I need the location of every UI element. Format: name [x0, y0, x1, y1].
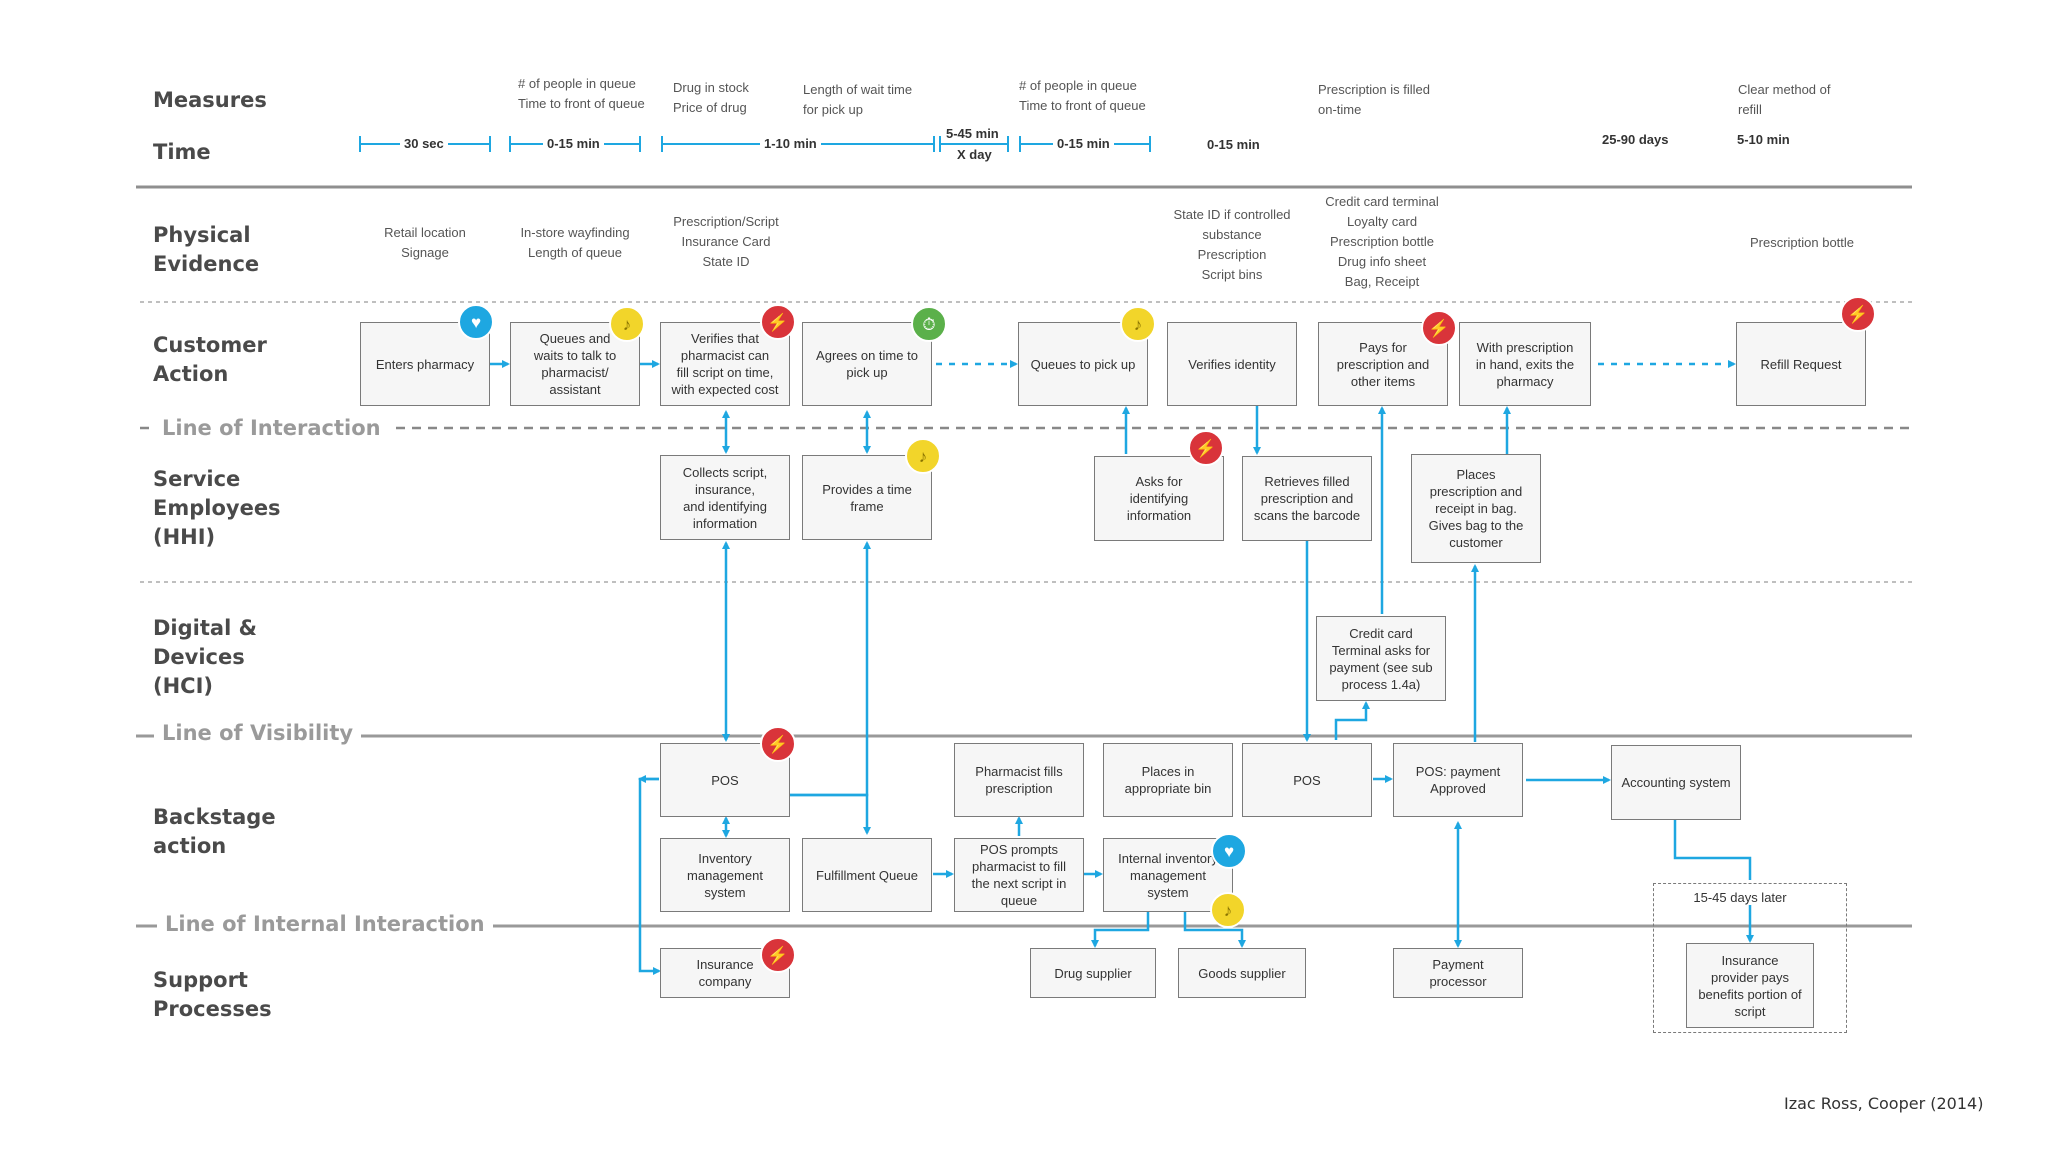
support-drug-supplier: Drug supplier [1030, 948, 1156, 998]
backstage-payment-approved: POS: payment Approved [1393, 743, 1523, 817]
service-asks-identification: Asks for identifying information [1094, 456, 1224, 541]
row-label-customer-action: Customer Action [153, 333, 267, 386]
step-agrees-on-time: Agrees on time to pick up [802, 322, 932, 406]
storm-icon: ⚡ [760, 304, 796, 340]
time-label-0-15-a: 0-15 min [543, 136, 604, 151]
time-label-30s: 30 sec [400, 136, 448, 151]
backstage-places-in-bin: Places in appropriate bin [1103, 743, 1233, 817]
backstage-accounting-system: Accounting system [1611, 745, 1741, 820]
line-of-internal-interaction-label: Line of Internal Interaction [157, 912, 493, 936]
storm-icon: ⚡ [760, 726, 796, 762]
evidence-prescription-docs: Prescription/Script Insurance Card State… [673, 214, 779, 269]
row-label-support-processes: Support Processes [153, 968, 272, 1021]
note-icon: ♪ [1210, 892, 1246, 928]
backstage-pos-2: POS [1242, 743, 1372, 817]
row-label-backstage-action: Backstage action [153, 805, 276, 858]
backstage-fulfillment-queue: Fulfillment Queue [802, 838, 932, 912]
evidence-retail-location: Retail location Signage [384, 225, 466, 260]
note-icon: ♪ [1120, 306, 1156, 342]
step-exits-pharmacy: With prescription in hand, exits the pha… [1459, 322, 1591, 406]
measure-queue-2: # of people in queue Time to front of qu… [1019, 78, 1146, 113]
measure-drug-stock: Drug in stock Price of drug [673, 80, 749, 115]
stopwatch-icon: ⏱ [911, 306, 947, 342]
evidence-state-id: State ID if controlled substance Prescri… [1173, 207, 1291, 282]
digital-credit-terminal: Credit card Terminal asks for payment (s… [1316, 616, 1446, 701]
delay-note-region: 15-45 days later [1653, 883, 1847, 1033]
time-label-1-10: 1-10 min [760, 136, 821, 151]
line-of-visibility-label: Line of Visibility [154, 721, 362, 745]
row-label-digital-devices: Digital & Devices (HCI) [153, 616, 257, 698]
heart-icon: ♥ [458, 304, 494, 340]
time-label-5-10: 5-10 min [1733, 132, 1794, 147]
support-goods-supplier: Goods supplier [1178, 948, 1306, 998]
row-label-physical-evidence: Physical Evidence [153, 223, 260, 276]
row-label-measures: Measures [153, 88, 267, 112]
note-icon: ♪ [905, 438, 941, 474]
measure-filled-on-time: Prescription is filled on-time [1318, 82, 1430, 117]
evidence-wayfinding: In-store wayfinding Length of queue [520, 225, 630, 260]
evidence-prescription-bottle: Prescription bottle [1749, 235, 1855, 250]
time-label-0-15-c: 0-15 min [1203, 137, 1264, 152]
step-refill-request: Refill Request [1736, 322, 1866, 406]
row-label-time: Time [153, 140, 211, 164]
vertical-connectors [722, 406, 1754, 948]
support-insurance-provider-pays: Insurance provider pays benefits portion… [1686, 943, 1814, 1028]
backstage-inventory-system: Inventory management system [660, 838, 790, 912]
backstage-pharmacist-fills: Pharmacist fills prescription [954, 743, 1084, 817]
storm-icon: ⚡ [1840, 296, 1876, 332]
measure-queue-1: # of people in queue Time to front of qu… [518, 76, 645, 111]
credit-line: Izac Ross, Cooper (2014) [1784, 1094, 1984, 1113]
measure-refill-method: Clear method of refill [1738, 82, 1831, 117]
evidence-checkout-items: Credit card terminal Loyalty card Prescr… [1325, 194, 1439, 289]
service-bags-prescription: Places prescription and receipt in bag. … [1411, 454, 1541, 563]
backstage-pos-prompts: POS prompts pharmacist to fill the next … [954, 838, 1084, 912]
service-collects-script: Collects script, insurance, and identify… [660, 455, 790, 540]
time-label-25-90-days: 25-90 days [1598, 132, 1673, 147]
note-icon: ♪ [609, 306, 645, 342]
support-payment-processor: Payment processor [1393, 948, 1523, 998]
time-label-x-day: X day [957, 147, 992, 162]
time-label-0-15-b: 0-15 min [1053, 136, 1114, 151]
delay-note-label: 15-45 days later [1693, 890, 1787, 905]
backstage-arrows [638, 775, 1611, 975]
service-retrieves-prescription: Retrieves filled prescription and scans … [1242, 456, 1372, 541]
line-of-interaction-label: Line of Interaction [154, 416, 389, 440]
row-label-service-employees: Service Employees (HHI) [153, 467, 281, 549]
heart-icon: ♥ [1211, 833, 1247, 869]
storm-icon: ⚡ [1421, 310, 1457, 346]
time-label-5-45: 5-45 min [942, 126, 1003, 141]
step-verifies-identity: Verifies identity [1167, 322, 1297, 406]
storm-icon: ⚡ [1188, 430, 1224, 466]
measure-wait-time: Length of wait time for pick up [803, 82, 913, 117]
storm-icon: ⚡ [760, 937, 796, 973]
time-bars [359, 136, 1151, 152]
support-insurance-company: Insurance company [660, 948, 790, 998]
